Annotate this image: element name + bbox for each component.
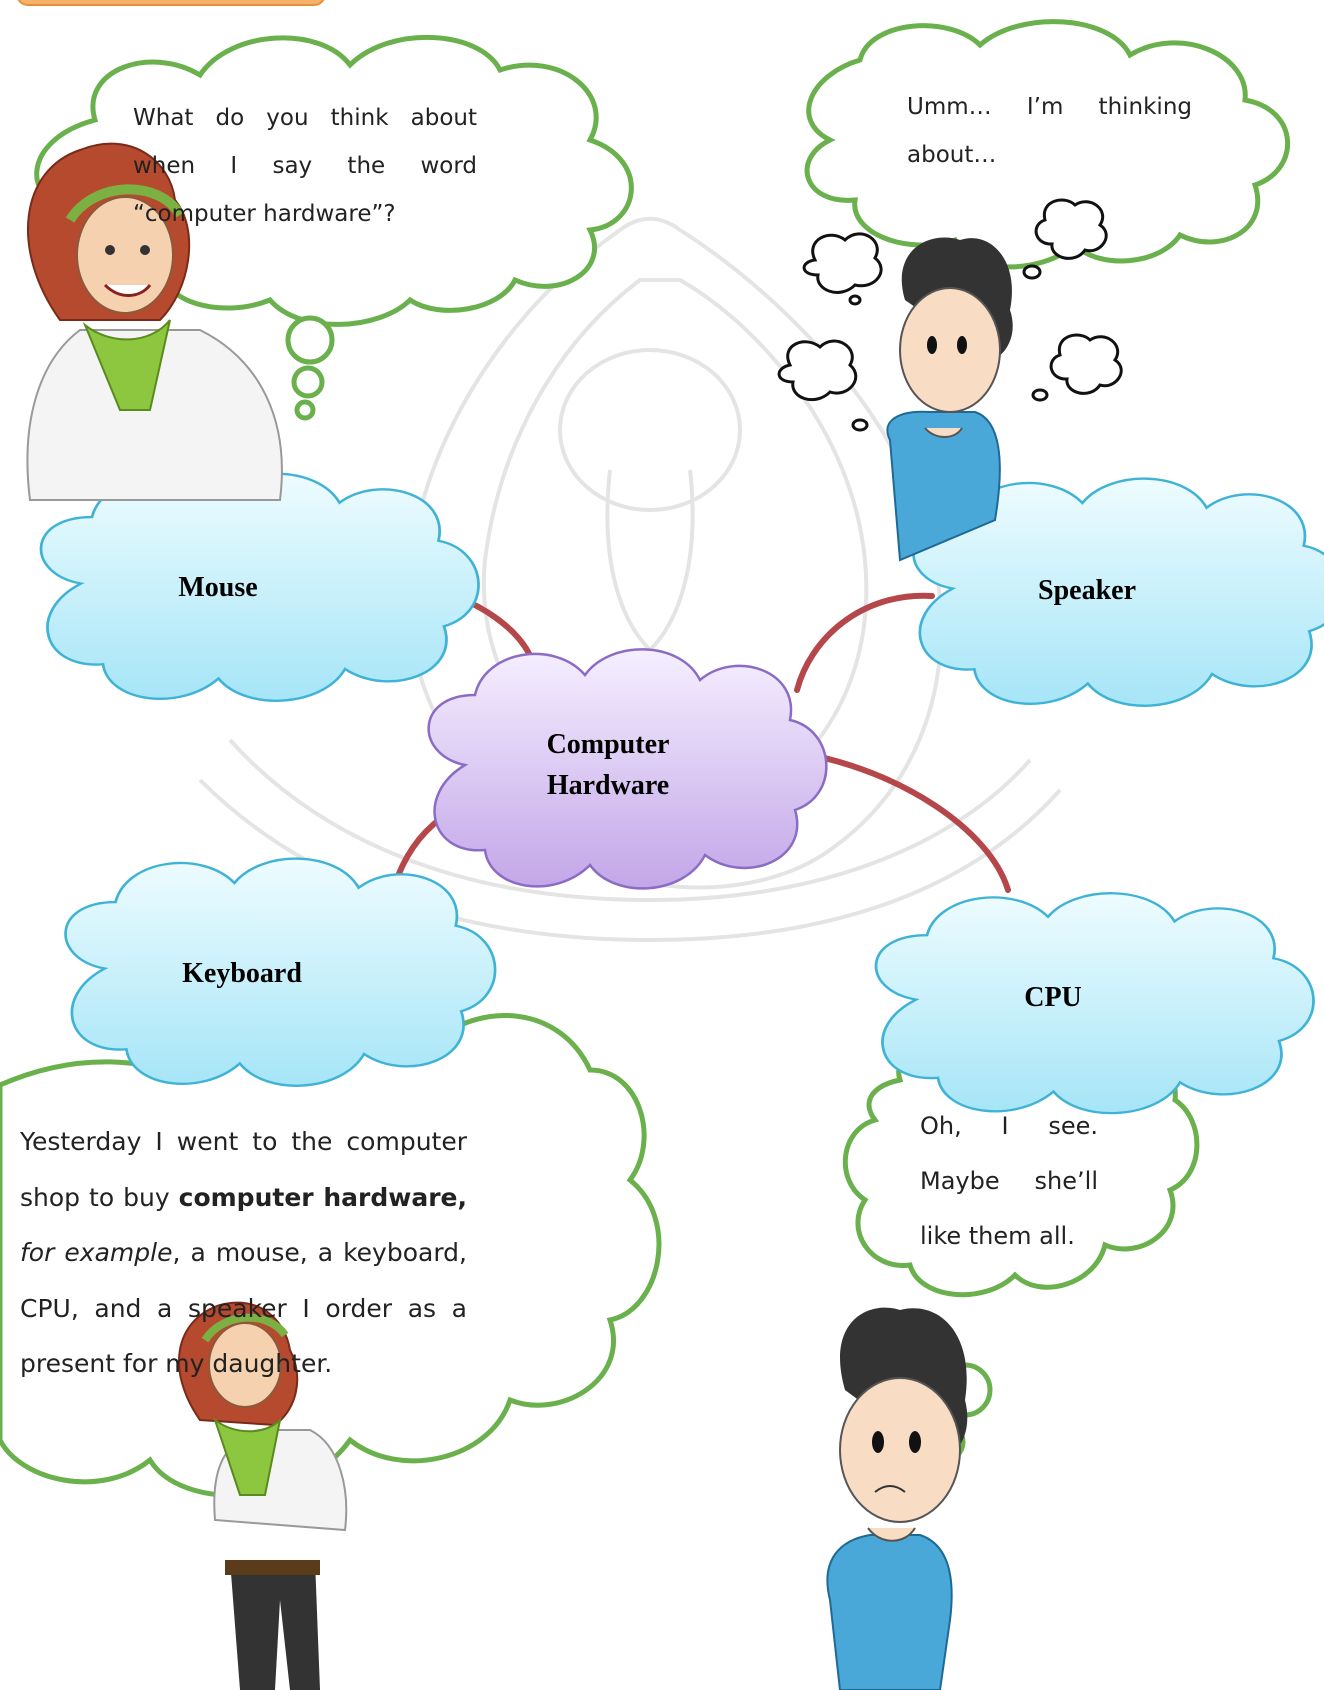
boy-character-bottom bbox=[826, 1307, 968, 1690]
boy-thinking-text: Umm… I’m thinking about… bbox=[907, 94, 1192, 168]
story-part-2: , a mouse, a keyboard, CPU, and a speake… bbox=[20, 1238, 467, 1378]
teacher-story-text: Yesterday I went to the computer shop to… bbox=[20, 1114, 467, 1392]
teacher-question-text: What do you think about when I say the w… bbox=[133, 105, 477, 227]
node-center-line2: Hardware bbox=[546, 770, 670, 801]
story-italic: for example bbox=[20, 1238, 173, 1267]
story-bold: computer hardware, bbox=[178, 1182, 467, 1212]
connector-cpu bbox=[797, 750, 1011, 893]
story-part-1: Yesterday I went to the computer shop to… bbox=[20, 1127, 467, 1212]
node-center-line1: Computer bbox=[546, 729, 670, 760]
teacher-character-top bbox=[26, 142, 283, 501]
node-cpu-label: CPU bbox=[1024, 982, 1082, 1013]
teacher-character-bottom bbox=[178, 1301, 348, 1690]
node-keyboard-label: Keyboard bbox=[182, 958, 302, 989]
boy-character-top bbox=[886, 237, 1013, 562]
small-thought-puffs bbox=[777, 198, 1123, 432]
boy-reply-text: Oh, I see. Maybe she’ll like them all. bbox=[920, 1112, 1098, 1250]
node-center-label: Computer Hardware bbox=[508, 724, 708, 806]
connector-speaker bbox=[794, 592, 935, 693]
node-speaker-label: Speaker bbox=[1038, 575, 1136, 606]
node-mouse-label: Mouse bbox=[178, 572, 258, 603]
